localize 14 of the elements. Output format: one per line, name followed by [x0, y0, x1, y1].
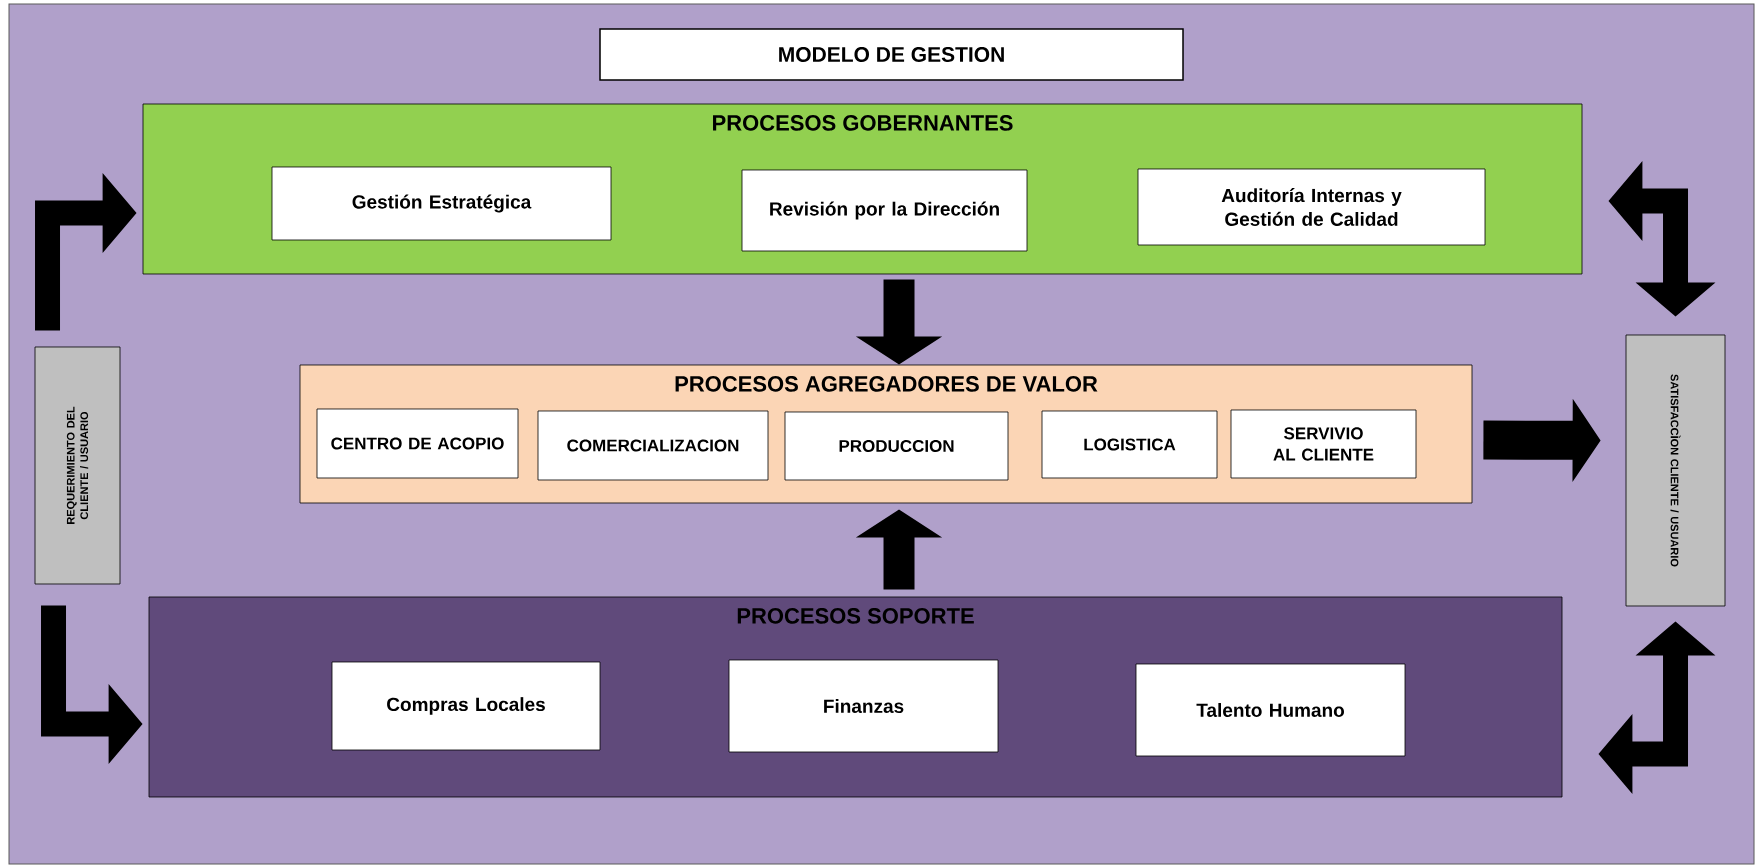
process-box: Compras Locales — [331, 661, 601, 751]
process-box: Auditoría Internas y Gestión de Calidad — [1137, 168, 1486, 246]
process-box: COMERCIALIZACION — [537, 410, 769, 481]
process-box: PRODUCCION — [784, 411, 1009, 481]
process-box: CENTRO DE ACOPIO — [316, 408, 519, 479]
process-box: LOGISTICA — [1041, 410, 1218, 479]
process-box: Revisión por la Dirección — [741, 169, 1028, 252]
title-box: MODELO DE GESTION — [599, 28, 1184, 81]
process-box: Finanzas — [728, 659, 999, 753]
side-box: REQUERIMIENTO DEL CLIENTE / USUARIO — [34, 346, 121, 585]
process-box: Talento Humano — [1135, 663, 1406, 757]
side-box: SATISFACCÌON CLIENTE / USUARIO — [1625, 334, 1726, 607]
process-box: Gestión Estratégica — [271, 166, 612, 241]
process-box: SERVIVIO AL CLIENTE — [1230, 409, 1417, 479]
